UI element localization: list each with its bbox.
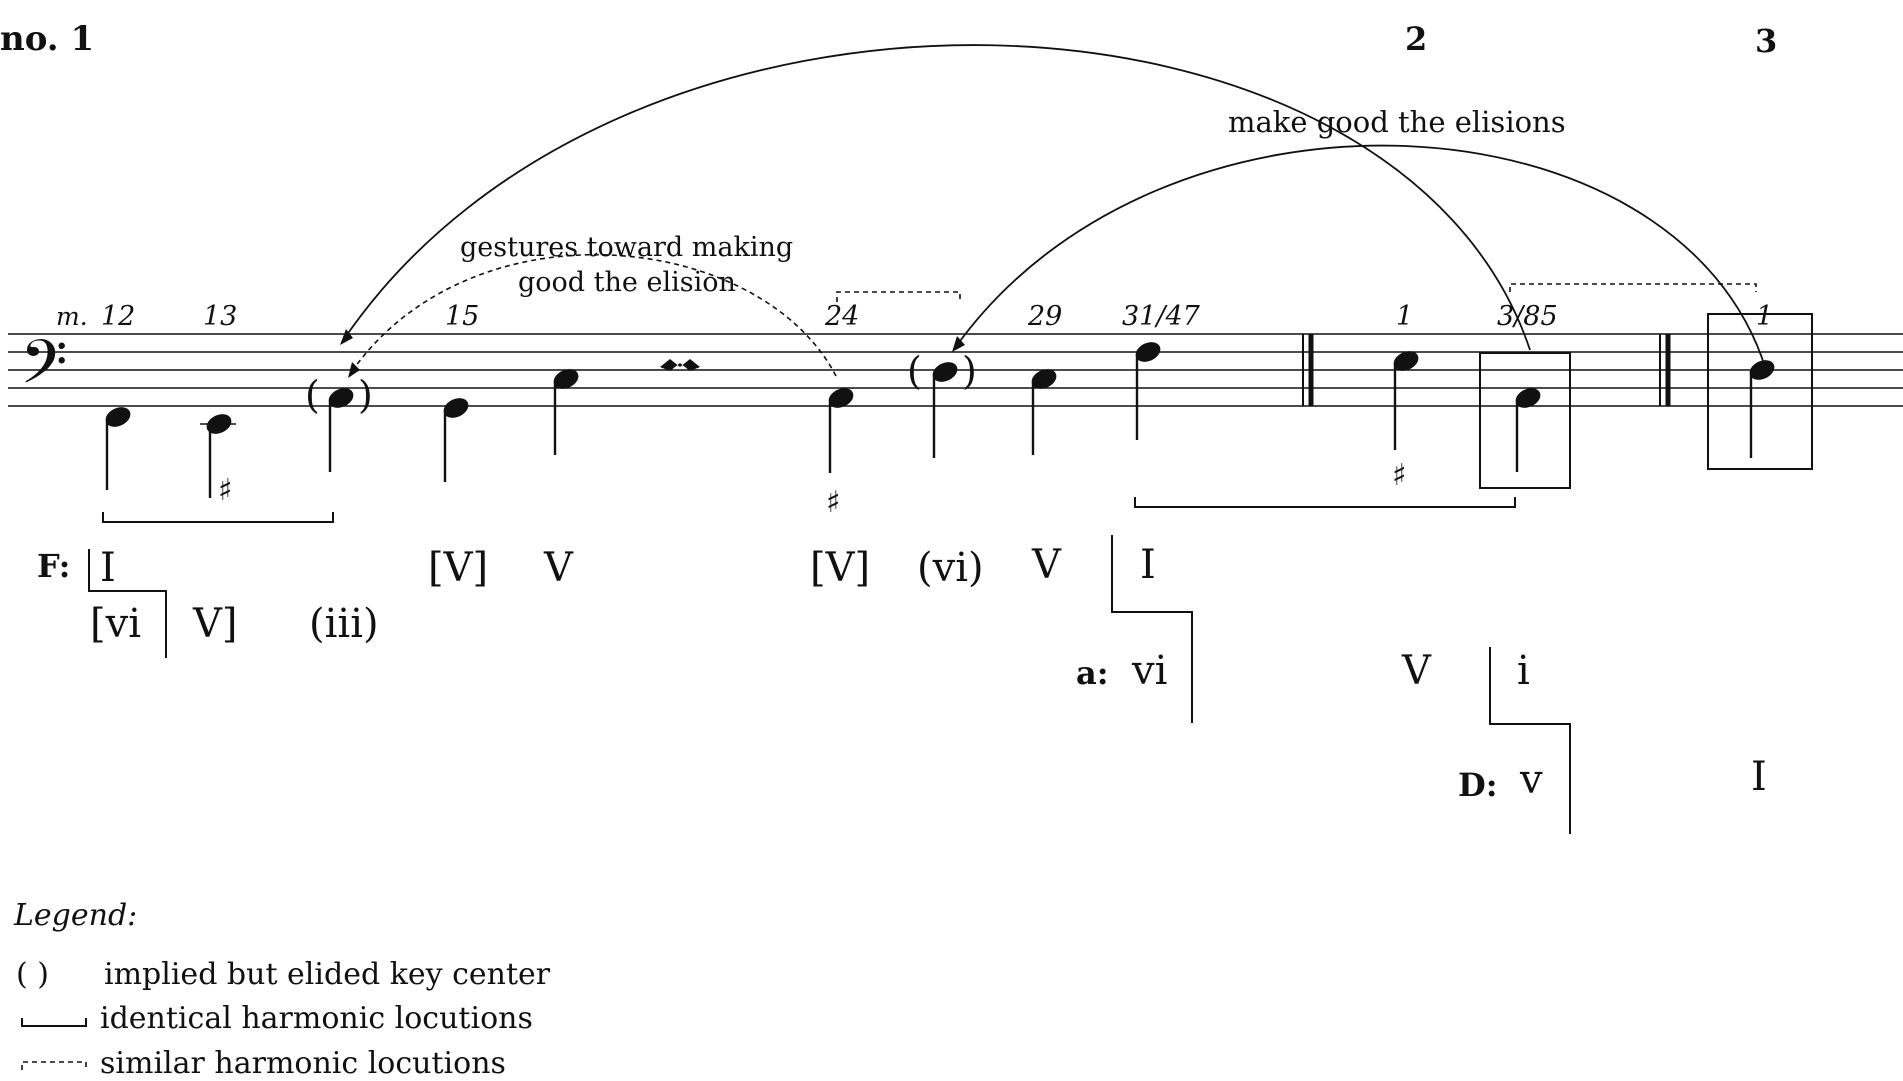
measure-prefix: m. [56, 302, 88, 331]
arc-large-to-iii [341, 44, 1531, 351]
measure-31-47: 31/47 [1122, 301, 1201, 332]
roman-D-I: I [1751, 754, 1767, 800]
similar-bracket-3-85-to-1 [1509, 283, 1757, 292]
pivot-bracket-D [1489, 647, 1571, 834]
roman-F-vi-paren: (vi) [917, 545, 984, 591]
pivot-bracket-a [1111, 535, 1193, 723]
bass-clef-icon: 𝄢 [20, 327, 68, 413]
turn-ornament-icon [660, 359, 700, 371]
sharp-icon: ♯ [218, 473, 233, 508]
paren-close: ) [962, 349, 977, 393]
paren-open: ( [305, 373, 320, 417]
double-barline-2 [1659, 334, 1671, 406]
arc-make-good-to-vi [954, 144, 1767, 371]
roman-F-I-2: I [1140, 542, 1156, 588]
legend-parens-symbol: ( ) [16, 957, 49, 992]
note-V-1 [553, 369, 579, 455]
gestures-label-line1: gestures toward making [460, 232, 793, 263]
arc-arrowhead-2 [952, 336, 965, 352]
legend-solid-bracket-icon [21, 1018, 87, 1027]
arc-arrowhead-1 [340, 329, 353, 345]
legend-title: Legend: [13, 898, 137, 933]
double-barline-1 [1302, 334, 1314, 406]
note-iii-parenthesized: ( ) [305, 373, 373, 472]
legend-identical-text: identical harmonic locutions [100, 1001, 533, 1036]
measure-13: 13 [203, 301, 237, 332]
make-good-label: make good the elisions [1228, 105, 1566, 139]
note-m12 [105, 407, 131, 490]
legend-similar-text: similar harmonic locutions [100, 1046, 506, 1081]
roman-F-I: I [100, 545, 116, 591]
roman-F-V-1: V [543, 545, 574, 591]
identical-bracket-1 [102, 512, 334, 523]
similar-bracket-24 [836, 291, 961, 302]
measure-numbers: m. 12 13 15 24 29 31/47 1 3/85 1 [56, 301, 1773, 332]
sharp-icon: ♯ [826, 485, 841, 520]
arc-arrowhead-3 [348, 362, 360, 378]
note-m29 [1031, 369, 1057, 455]
measure-3-85: 3/85 [1497, 301, 1558, 332]
note-m1-b-boxed [1707, 313, 1813, 470]
measure-15: 15 [445, 301, 479, 332]
measure-12: 12 [101, 301, 135, 332]
roman-a-i: i [1517, 648, 1530, 694]
roman-a-V: V [1401, 648, 1432, 694]
section-3-label: 3 [1755, 22, 1777, 60]
paren-close: ) [358, 373, 373, 417]
section-2-label: 2 [1405, 20, 1427, 58]
measure-24: 24 [824, 301, 859, 332]
section-1-label: no. 1 [0, 19, 94, 59]
roman-F-V-2: V [1031, 542, 1062, 588]
note-m24: ♯ [826, 388, 854, 520]
note-vi-parenthesized: ( ) [907, 349, 977, 458]
note-m15 [443, 398, 469, 482]
roman-F-V-bracket-1: [V] [428, 545, 488, 591]
arc-gestures-dashed [349, 253, 837, 377]
pivot-bracket-F [88, 549, 167, 658]
gestures-label-line2: good the elision [518, 267, 736, 298]
measure-1-b: 1 [1756, 301, 1773, 332]
roman-F-V-bracket-2: [V] [810, 545, 870, 591]
roman-F-iii: (iii) [309, 601, 379, 647]
legend-dashed-bracket-icon [21, 1061, 87, 1070]
roman-F-vi: [vi [90, 601, 141, 647]
legend: Legend: ( ) implied but elided key cente… [13, 898, 551, 1081]
measure-1-a: 1 [1396, 301, 1413, 332]
paren-open: ( [907, 349, 922, 393]
identical-bracket-2 [1134, 497, 1516, 508]
key-F-label: F: [37, 547, 70, 585]
sharp-icon: ♯ [1392, 458, 1407, 493]
note-m31-47 [1135, 342, 1161, 440]
note-m13: ♯ [200, 414, 236, 508]
roman-F-V: V] [192, 601, 238, 647]
note-m1-a: ♯ [1392, 351, 1419, 493]
note-m3-85-boxed [1479, 352, 1571, 489]
legend-implied-text: implied but elided key center [104, 957, 551, 992]
measure-29: 29 [1027, 301, 1062, 332]
roman-D-v: v [1519, 757, 1543, 803]
key-a-label: a: [1076, 654, 1109, 692]
roman-a-vi: vi [1131, 648, 1167, 694]
key-D-label: D: [1458, 766, 1498, 804]
